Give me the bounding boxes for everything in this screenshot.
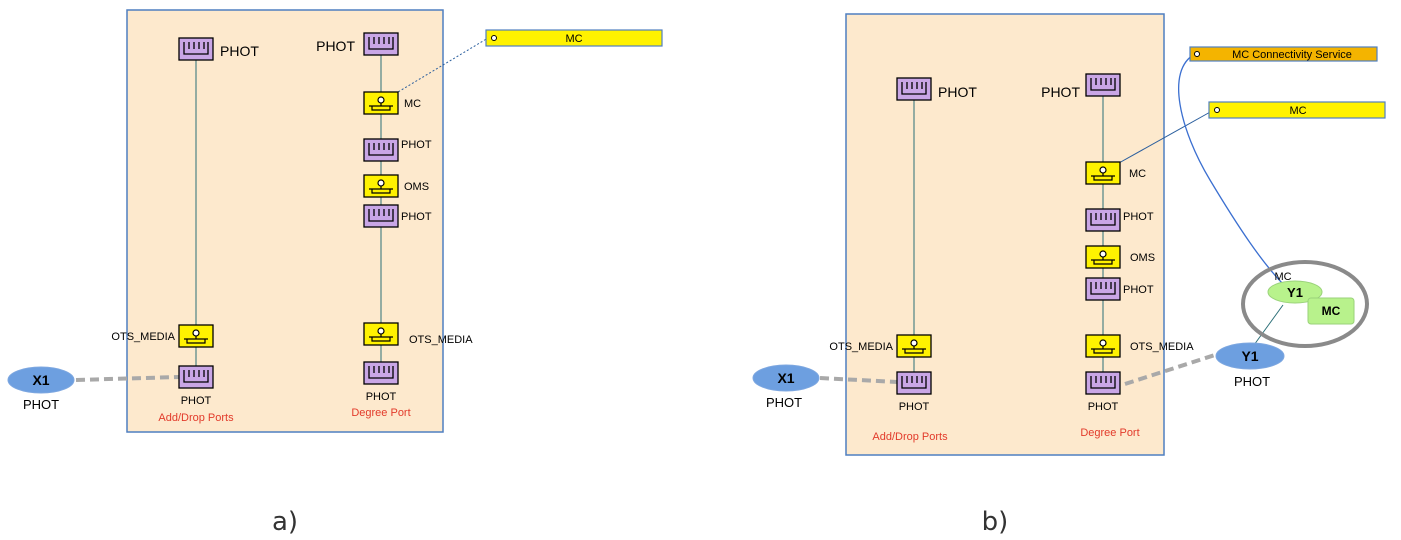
phot-port-icon — [363, 204, 399, 228]
phot-port-icon — [1085, 208, 1121, 232]
phot-label: PHOT — [1088, 401, 1119, 413]
x1-endpoint[interactable] — [752, 364, 820, 392]
phot-label: PHOT — [938, 84, 977, 100]
ots-media-label: OTS_MEDIA — [1130, 341, 1194, 353]
mc-bar-label: MC — [1289, 105, 1306, 117]
caption-a: a) — [272, 507, 298, 537]
caption-b: b) — [982, 507, 1009, 537]
add-drop-ports-label: Add/Drop Ports — [158, 412, 234, 424]
degree-port-label: Degree Port — [1080, 427, 1139, 439]
media-port-icon — [178, 324, 214, 348]
phot-port-icon — [896, 371, 932, 395]
media-port-icon — [363, 91, 399, 115]
mc-service-bar[interactable] — [485, 29, 663, 47]
oms-label: OMS — [1130, 252, 1155, 264]
phot-port-icon — [363, 361, 399, 385]
phot-label: PHOT — [1234, 374, 1270, 389]
x1-label: X1 — [777, 370, 794, 386]
service-pin-icon — [1214, 107, 1220, 113]
mc-label: MC — [404, 98, 421, 110]
media-port-icon — [363, 174, 399, 198]
phot-label: PHOT — [1123, 211, 1154, 223]
mc-connectivity-service-bar[interactable] — [1189, 46, 1378, 62]
media-port-icon — [1085, 161, 1121, 185]
mc-node-label: MC — [1322, 304, 1341, 318]
phot-port-icon — [363, 138, 399, 162]
phot-port-icon — [178, 37, 214, 61]
oms-label: OMS — [404, 181, 429, 193]
phot-port-icon — [363, 32, 399, 56]
mc-service-bar[interactable] — [1208, 101, 1386, 119]
phot-label: PHOT — [366, 391, 397, 403]
media-port-icon — [1085, 245, 1121, 269]
mc-bar-label: MC — [565, 33, 582, 45]
x1-endpoint[interactable] — [7, 366, 75, 394]
phot-label: PHOT — [401, 139, 432, 151]
y1-label: Y1 — [1287, 285, 1303, 300]
phot-label: PHOT — [1123, 284, 1154, 296]
y1-mc-endpoint[interactable] — [1267, 280, 1323, 304]
phot-label: PHOT — [401, 211, 432, 223]
ots-media-label: OTS_MEDIA — [111, 331, 175, 343]
media-port-icon — [896, 334, 932, 358]
phot-port-icon — [1085, 371, 1121, 395]
panel-a: PHOT PHOT MC PHOT OMS PHOT OTS_MEDIA OTS… — [7, 9, 663, 537]
ots-media-label: OTS_MEDIA — [409, 334, 473, 346]
phot-label: PHOT — [899, 401, 930, 413]
panel-b: PHOT PHOT MC PHOT OMS PHOT OTS_MEDIA OTS… — [752, 13, 1386, 537]
mc-node[interactable] — [1307, 297, 1355, 325]
phot-label: PHOT — [23, 397, 59, 412]
phot-label: PHOT — [220, 43, 259, 59]
add-drop-ports-label: Add/Drop Ports — [872, 431, 948, 443]
service-pin-icon — [491, 35, 497, 41]
x1-label: X1 — [32, 372, 49, 388]
phot-port-icon — [1085, 73, 1121, 97]
phot-port-icon — [1085, 277, 1121, 301]
phot-label: PHOT — [181, 395, 212, 407]
media-port-icon — [1085, 334, 1121, 358]
phot-port-icon — [896, 77, 932, 101]
service-pin-icon — [1194, 51, 1200, 57]
phot-label: PHOT — [1041, 84, 1080, 100]
ots-media-label: OTS_MEDIA — [829, 341, 893, 353]
mc-group-ellipse — [1241, 260, 1369, 348]
y1-endpoint[interactable] — [1215, 342, 1285, 370]
degree-port-label: Degree Port — [351, 407, 410, 419]
mc-label: MC — [1274, 271, 1291, 283]
y1-label: Y1 — [1241, 348, 1258, 364]
phot-label: PHOT — [766, 395, 802, 410]
media-port-icon — [363, 322, 399, 346]
mc-label: MC — [1129, 168, 1146, 180]
mc-connectivity-service-label: MC Connectivity Service — [1232, 49, 1352, 61]
phot-label: PHOT — [316, 38, 355, 54]
phot-port-icon — [178, 365, 214, 389]
